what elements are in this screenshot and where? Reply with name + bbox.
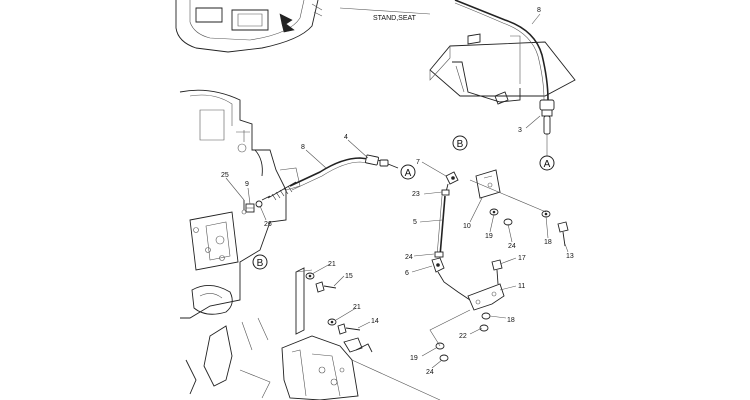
ref-marker-a-cable: A	[400, 164, 416, 180]
pedal-bracket	[281, 267, 441, 400]
callout-3: 3	[518, 127, 522, 134]
ref-marker-b-bracket: B	[452, 135, 468, 151]
callout-leaders	[225, 13, 569, 369]
callout-numbers: 8 3 4 8 25 9 26 7 23 5 24 6 10 19 24 18 …	[221, 7, 574, 376]
svg-text:B: B	[457, 139, 464, 150]
callout-8-top: 8	[537, 7, 541, 14]
callout-5: 5	[413, 219, 417, 226]
callout-26: 26	[264, 221, 272, 228]
callout-24-a: 24	[405, 254, 413, 261]
callout-21-a: 21	[328, 261, 336, 268]
callout-24-c: 24	[426, 369, 434, 376]
release-knob	[539, 99, 555, 156]
callout-17: 17	[518, 255, 526, 262]
rod-end-6	[431, 257, 471, 301]
ref-marker-b-engine: B	[252, 254, 268, 270]
washer-21-lower	[327, 318, 337, 326]
stand-seat-label: STAND,SEAT	[373, 15, 417, 22]
callout-21-b: 21	[353, 304, 361, 311]
nut-24-upper	[434, 251, 444, 258]
callout-23: 23	[412, 191, 420, 198]
callout-19-a: 19	[485, 233, 493, 240]
callout-15: 15	[345, 273, 353, 280]
rod-5	[436, 195, 446, 257]
washer-18-lower	[481, 312, 491, 320]
callout-11: 11	[518, 283, 525, 290]
callout-22: 22	[459, 333, 467, 340]
callout-8-cable: 8	[301, 144, 305, 151]
svg-text:A: A	[405, 168, 412, 179]
callout-10: 10	[463, 223, 471, 230]
throttle-cable	[261, 154, 399, 201]
callout-24-b: 24	[508, 243, 516, 250]
callout-7: 7	[416, 159, 420, 166]
callout-6: 6	[405, 270, 409, 277]
nut-9	[245, 203, 255, 213]
callout-25: 25	[221, 172, 229, 179]
seat-stand-bracket	[339, 7, 576, 105]
callout-4: 4	[344, 134, 348, 141]
bolt-25	[241, 200, 247, 215]
seat-cable-upper	[454, 0, 549, 101]
washer-26	[255, 200, 263, 208]
bolt-14	[337, 323, 361, 335]
callout-19-b: 19	[410, 355, 418, 362]
nut-24-lower	[439, 354, 449, 362]
svg-text:A: A	[544, 159, 551, 170]
callout-18-b: 18	[507, 317, 515, 324]
engine-block	[179, 89, 301, 399]
leader-b-right	[469, 179, 547, 213]
callout-9: 9	[245, 181, 249, 188]
washer-21-upper	[305, 272, 315, 280]
callout-18-a: 18	[544, 239, 552, 246]
bolt-15	[315, 281, 337, 293]
bolt-17	[491, 259, 503, 285]
ref-marker-a-upper: A	[539, 155, 555, 171]
callout-14: 14	[371, 318, 379, 325]
top-housing-fragment	[175, 0, 323, 53]
callout-13: 13	[566, 253, 574, 260]
bolt-13	[557, 221, 569, 247]
nut-22	[479, 324, 489, 332]
nut-23	[441, 189, 450, 196]
svg-text:B: B	[257, 258, 264, 269]
lever-11	[467, 283, 505, 311]
leader-lower-assembly	[429, 309, 471, 347]
rod-end-7	[445, 171, 459, 193]
bracket-10	[475, 169, 501, 199]
